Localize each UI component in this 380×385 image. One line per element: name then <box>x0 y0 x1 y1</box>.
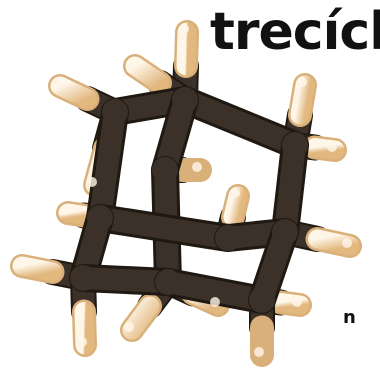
cc-bonds <box>69 86 309 314</box>
ch-bond-hydrogen-fill <box>223 186 248 227</box>
ch-bond-hydrogen-fill <box>58 203 94 225</box>
ch-bond-hydrogen-fill <box>176 22 197 76</box>
carbon-atom <box>155 269 181 295</box>
ch-bond-hydrogen-fill <box>50 76 97 109</box>
cc-bond <box>174 89 306 156</box>
hydrogen-atom <box>297 77 307 87</box>
hydrogen-atom <box>254 347 264 357</box>
cc-bond <box>72 267 179 293</box>
cc-bond <box>157 271 273 311</box>
ch-bond-hydrogen-fill <box>290 75 315 125</box>
cc-bond <box>89 207 239 249</box>
atoms <box>14 24 352 357</box>
hydrogen-atom <box>192 162 202 172</box>
carbon-atom <box>102 99 128 125</box>
hydrogen-atom <box>52 78 62 88</box>
title-text: trecícl <box>210 2 380 62</box>
hydrogen-atom <box>292 297 302 307</box>
cc-bond <box>89 101 126 229</box>
hydrogen-atom <box>124 322 134 332</box>
note-text: n <box>343 307 356 328</box>
hydrogen-atom <box>127 58 137 68</box>
carbon-atom <box>249 287 275 313</box>
hydrogen-atom <box>179 24 189 34</box>
ch-bond-hydrogen-fill <box>12 256 62 282</box>
hydrogen-atom <box>327 142 337 152</box>
carbon-atom <box>70 265 96 291</box>
hydrogen-atom <box>342 238 352 248</box>
carbon-atom <box>87 205 113 231</box>
hydrogen-atom <box>230 188 240 198</box>
hydrogen-atom <box>210 297 220 307</box>
cc-bond <box>274 134 306 243</box>
carbon-atom <box>272 219 298 245</box>
carbon-atom <box>282 132 308 158</box>
carbon-atom <box>215 225 241 251</box>
ch-bond-hydrogen-fill <box>122 296 160 340</box>
carbon-atom <box>152 157 178 183</box>
hydrogen-atom <box>77 337 87 347</box>
hydrogen-atom <box>87 177 97 187</box>
hydrogen-atom <box>14 258 24 268</box>
ch-bond-hydrogen-fill <box>125 56 170 93</box>
carbon-atom <box>172 87 198 113</box>
hydrogen-atom <box>60 205 70 215</box>
